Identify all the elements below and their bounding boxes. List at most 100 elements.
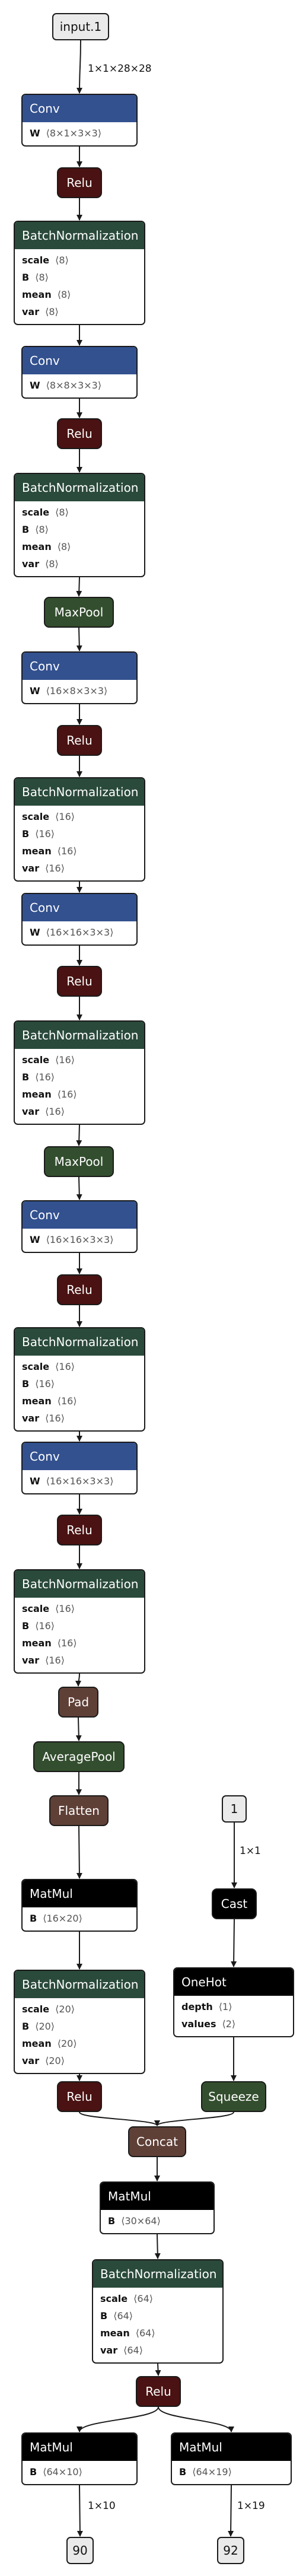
conv-node-5[interactable]: Conv W⟨16×16×3×3⟩ — [21, 1200, 138, 1253]
conv-node-2[interactable]: Conv W⟨8×8×3×3⟩ — [21, 346, 138, 399]
edge-arrow — [76, 2485, 83, 2537]
batchnorm-node-left[interactable]: BatchNormalization scale⟨20⟩ B⟨20⟩ mean⟨… — [14, 1970, 145, 2074]
attr-value: ⟨16⟩ — [57, 845, 77, 857]
conv-node-6[interactable]: Conv W ⟨16×16×3×3⟩ — [21, 1442, 138, 1494]
attr-key-var: var — [22, 306, 40, 317]
conv-title: Conv — [23, 1443, 136, 1470]
attr-value: ⟨64⟩ — [123, 2345, 143, 2356]
attr-key-depth: depth — [181, 2001, 213, 2012]
attr-key-values: values — [181, 2018, 216, 2030]
batchnorm-node-5[interactable]: BatchNormalization scale⟨16⟩ B⟨16⟩ mean⟨… — [14, 1327, 145, 1432]
attr-value: ⟨64⟩ — [135, 2327, 155, 2339]
edge-arrow — [76, 2406, 159, 2432]
attr-key-scale: scale — [22, 1603, 50, 1614]
relu-node-4[interactable]: Relu — [57, 966, 102, 997]
flatten-node[interactable]: Flatten — [49, 1795, 109, 1826]
attr-value: ⟨8⟩ — [55, 507, 69, 518]
attr-value: ⟨16⟩ — [57, 1637, 77, 1649]
maxpool-node-2[interactable]: MaxPool — [44, 1146, 114, 1177]
matmul-node-2[interactable]: MatMul B⟨30×64⟩ — [100, 2181, 215, 2234]
batchnorm-title: BatchNormalization — [15, 778, 144, 806]
attr-key-W: W — [30, 1475, 40, 1487]
attr-value: ⟨64×19⟩ — [192, 2466, 232, 2478]
batchnorm-node-3[interactable]: BatchNormalization scale⟨16⟩ B⟨16⟩ mean⟨… — [14, 777, 145, 882]
attr-value: ⟨16⟩ — [55, 1361, 75, 1372]
edge-label-input-shape: 1×1×28×28 — [88, 63, 152, 75]
edge-label-out1-shape: 1×10 — [88, 2500, 116, 2512]
batchnorm-node-4[interactable]: BatchNormalization scale⟨16⟩ B⟨16⟩ mean⟨… — [14, 1020, 145, 1125]
onehot-title: OneHot — [174, 1968, 293, 1996]
matmul-node-1[interactable]: MatMul B⟨16×20⟩ — [21, 1879, 138, 1932]
conv-title: Conv — [23, 95, 136, 122]
attr-key-W: W — [30, 128, 40, 139]
attr-value: ⟨16⟩ — [57, 1395, 77, 1407]
maxpool-node-1[interactable]: MaxPool — [44, 597, 114, 628]
output-node-1[interactable]: 90 — [66, 2537, 94, 2564]
attr-value: ⟨16⟩ — [35, 828, 55, 839]
edge-arrow — [154, 2111, 234, 2126]
cast-node[interactable]: Cast — [212, 1888, 257, 1919]
attr-key-W: W — [30, 380, 40, 391]
edge-arrow — [79, 2111, 160, 2126]
attr-value: ⟨8⟩ — [57, 289, 71, 300]
attr-key-var: var — [22, 863, 40, 874]
attr-key-scale: scale — [22, 811, 50, 822]
batchnorm-node-1[interactable]: BatchNormalization scale⟨8⟩ B⟨8⟩ mean⟨8⟩… — [14, 221, 145, 325]
attr-value: ⟨16⟩ — [35, 1620, 55, 1632]
attr-key-scale: scale — [22, 255, 50, 266]
attr-key-var: var — [22, 2055, 40, 2066]
squeeze-node[interactable]: Squeeze — [201, 2081, 266, 2112]
attr-value: ⟨8⟩ — [57, 541, 71, 552]
attr-value: ⟨8⟩ — [45, 558, 59, 570]
output-node-2[interactable]: 92 — [217, 2537, 244, 2564]
conv-node-4[interactable]: Conv W⟨16×16×3×3⟩ — [21, 893, 138, 946]
attr-key-scale: scale — [22, 1054, 50, 1066]
attr-key-mean: mean — [22, 2038, 52, 2049]
batchnorm-node-final[interactable]: BatchNormalization scale⟨64⟩ B⟨64⟩ mean⟨… — [92, 2259, 224, 2364]
attr-key-scale: scale — [22, 507, 50, 518]
matmul-output-1[interactable]: MatMul B⟨64×10⟩ — [21, 2432, 138, 2485]
attr-key-B: B — [22, 2021, 30, 2032]
attr-value: ⟨2⟩ — [222, 2018, 236, 2030]
attr-key-B: B — [22, 1378, 30, 1389]
relu-node-1[interactable]: Relu — [57, 167, 102, 198]
matmul-output-2[interactable]: MatMul B⟨64×19⟩ — [171, 2432, 292, 2485]
pad-node[interactable]: Pad — [58, 1687, 98, 1718]
relu-node-final[interactable]: Relu — [136, 2376, 181, 2407]
batchnorm-title: BatchNormalization — [15, 222, 144, 249]
edge-arrow — [75, 1717, 82, 1741]
conv-node-1[interactable]: Conv W⟨8×1×3×3⟩ — [21, 94, 138, 147]
edge-arrow — [75, 1673, 82, 1687]
attr-value: ⟨16⟩ — [55, 811, 75, 822]
attr-value: ⟨16⟩ — [35, 1378, 55, 1389]
matmul-title: MatMul — [23, 2434, 136, 2461]
conv-title: Conv — [23, 894, 136, 921]
attr-key-var: var — [22, 1413, 40, 1424]
onehot-node[interactable]: OneHot depth ⟨1⟩ values ⟨2⟩ — [173, 1967, 294, 2037]
relu-node-left[interactable]: Relu — [57, 2081, 102, 2112]
averagepool-node[interactable]: AveragePool — [33, 1741, 125, 1772]
input-node-2[interactable]: 1 — [222, 1795, 247, 1823]
attr-value: ⟨16×16×3×3⟩ — [46, 1475, 114, 1487]
input-node[interactable]: input.1 — [52, 13, 109, 40]
edge-arrow — [158, 2406, 234, 2432]
attr-value: ⟨1⟩ — [218, 2001, 232, 2012]
relu-node-3[interactable]: Relu — [57, 725, 102, 756]
concat-node[interactable]: Concat — [128, 2126, 186, 2157]
conv-node-3[interactable]: Conv W⟨16×8×3×3⟩ — [21, 651, 138, 704]
attr-key-var: var — [22, 1106, 40, 1117]
relu-node-2[interactable]: Relu — [57, 418, 102, 449]
relu-node-6[interactable]: Relu — [57, 1515, 102, 1545]
relu-node-5[interactable]: Relu — [57, 1274, 102, 1305]
batchnorm-node-6[interactable]: BatchNormalization scale⟨16⟩ B⟨16⟩ mean⟨… — [14, 1569, 145, 1674]
batchnorm-title: BatchNormalization — [15, 1328, 144, 1356]
matmul-title: MatMul — [172, 2434, 291, 2461]
attr-key-B: B — [22, 1620, 30, 1632]
attr-key-W: W — [30, 685, 40, 697]
attr-value: ⟨20⟩ — [45, 2055, 65, 2066]
attr-key-mean: mean — [22, 1637, 52, 1649]
attr-key-B: B — [22, 1071, 30, 1083]
batchnorm-node-2[interactable]: BatchNormalization scale⟨8⟩ B⟨8⟩ mean⟨8⟩… — [14, 473, 145, 577]
attr-value: ⟨8⟩ — [55, 255, 69, 266]
